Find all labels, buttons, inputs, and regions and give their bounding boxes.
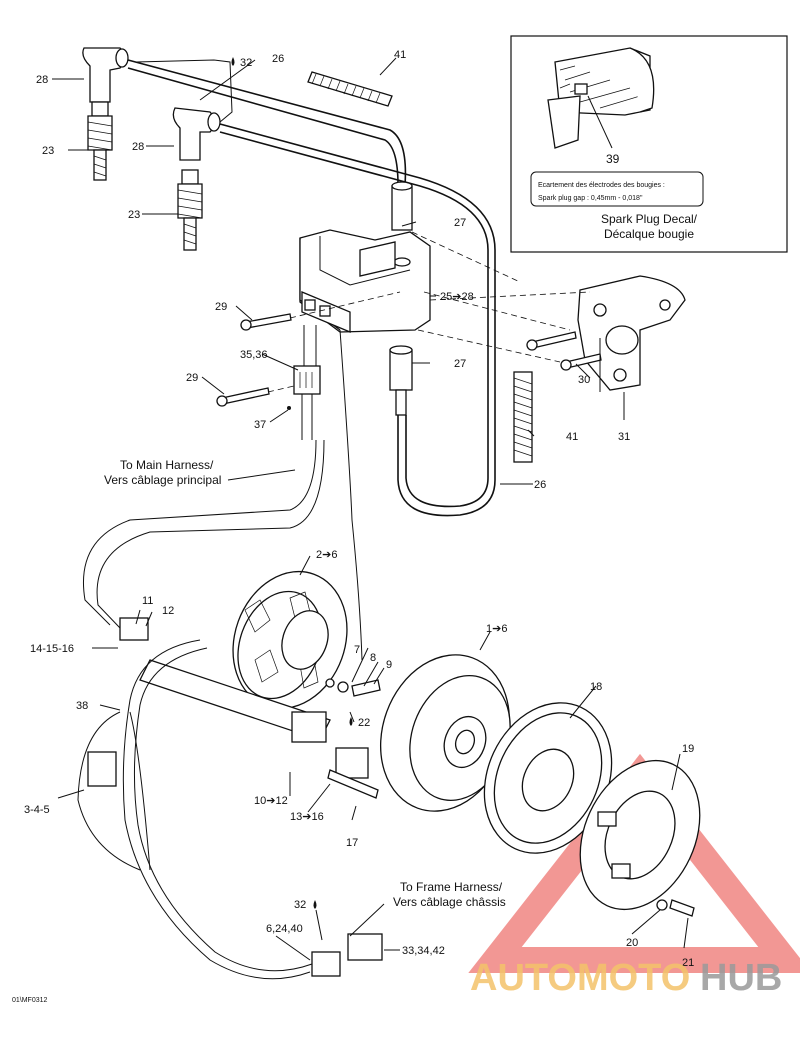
frame-harness-note-2: Vers câblage châssis [393,895,506,909]
callout-41a: 41 [394,49,406,61]
callout-41b: 41 [566,431,578,443]
inset-title-2: Décalque bougie [604,227,694,241]
callout-25-28: 25➔28 [440,291,474,303]
callout-26b: 26 [534,479,546,491]
callout-labels: 28 32 26 41 23 28 23 27 25➔28 29 35,36 2… [24,49,694,969]
callout-31: 31 [618,431,630,443]
callout-1-6: 1➔6 [486,623,507,635]
trigger-plate-icon [579,759,701,911]
callout-17: 17 [346,837,358,849]
main-harness-note-1: To Main Harness/ [120,458,214,472]
callout-26a: 26 [272,53,284,65]
boot-icon [389,181,413,416]
harness-connector-icon [87,617,383,977]
frame-harness-note-1: To Frame Harness/ [400,880,503,894]
callout-29a: 29 [215,301,227,313]
callout-27a: 27 [454,217,466,229]
callout-32a: 32 [240,57,252,69]
callout-11: 11 [142,595,153,607]
callout-7: 7 [354,644,360,656]
flywheel-icon [379,654,511,812]
callout-23a: 23 [42,145,54,157]
inset-title-1: Spark Plug Decal/ [601,212,698,226]
callout-32b: 32 [294,899,306,911]
main-harness-note-2: Vers câblage principal [104,473,221,487]
callout-20: 20 [626,937,638,949]
spark-plug-icon [87,101,203,251]
callout-37: 37 [254,419,266,431]
decal-line-2: Spark plug gap : 0,45mm - 0,018" [538,195,643,202]
callout-22: 22 [358,717,370,729]
callout-8: 8 [370,652,376,664]
callout-38: 38 [76,700,88,712]
callout-23b: 23 [128,209,140,221]
decal-line-1: Ecartement des électrodes des bougies : [538,182,665,189]
ignition-coil-icon [299,229,431,333]
callout-6-24-40: 6,24,40 [266,923,303,935]
callout-13-16: 13➔16 [290,811,324,823]
callout-3-4-5: 3-4-5 [24,804,50,816]
callout-21: 21 [682,957,694,969]
callout-30: 30 [578,374,590,386]
bolt-icon [216,313,602,407]
callout-2-6: 2➔6 [316,549,337,561]
callout-9: 9 [386,659,392,671]
callout-18: 18 [590,681,602,693]
watermark-part-2: HUB [700,957,782,999]
stator-icon [232,570,348,710]
callout-35-36: 35,36 [240,349,268,361]
callout-10-12: 10➔12 [254,795,288,807]
callout-28b: 28 [132,141,144,153]
callout-14-15-16: 14-15-16 [30,643,74,655]
callout-33-34-42: 33,34,42 [402,945,445,957]
spark-plug-cap-icon [82,47,221,161]
watermark-part-1: AUTOMOTO [470,957,690,999]
watermark-logo: AUTOMOTO HUB [470,957,782,999]
connector-icon [293,365,321,395]
callout-19: 19 [682,743,694,755]
callout-29b: 29 [186,372,198,384]
spring-icon [307,71,533,463]
callout-12: 12 [162,605,174,617]
callout-39: 39 [606,152,620,166]
callout-27b: 27 [454,358,466,370]
figure-code: 01\MF0312 [12,997,48,1004]
ring-gear-icon [483,702,613,854]
callout-28a: 28 [36,74,48,86]
decal-sticker [530,171,704,207]
coil-inset-icon [547,47,655,149]
mounting-bracket-icon [577,275,686,391]
watermark-triangle-icon [468,753,800,973]
